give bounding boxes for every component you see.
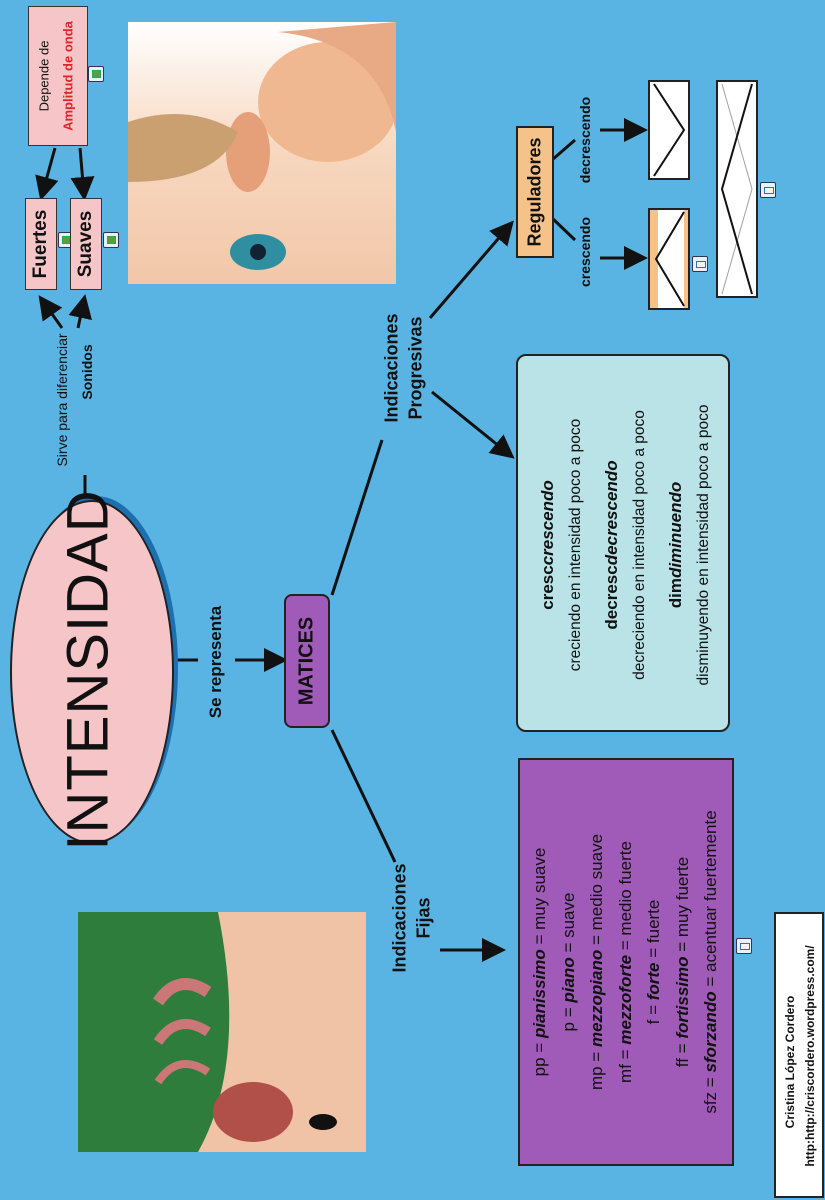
fijas-item: sfz = sforzando = acentuar fuertemente	[701, 810, 721, 1113]
progresivas-desc-text: creciendo en intensidad poco a poco	[567, 418, 584, 672]
depende-de-text: Depende de	[36, 40, 52, 112]
image-link-icon[interactable]	[103, 232, 119, 248]
fijas-item: f = forte = fuerte	[644, 900, 664, 1025]
fijas-abbr: pp =	[530, 1038, 549, 1077]
progresivas-heading: cresccrescendo	[538, 480, 558, 609]
fijas-abbr: mp =	[587, 1047, 606, 1091]
intensidad-node	[10, 500, 174, 844]
progresivas-heading: decrescdecrescendo	[602, 460, 622, 629]
fijas-item: ff = fortissimo = muy fuerte	[673, 857, 693, 1067]
crescendo-label: crescendo	[577, 216, 593, 288]
shouting-person-photo	[78, 912, 366, 1152]
cresc-decresc-hairpin-image	[716, 80, 758, 298]
progresivas-box	[516, 354, 730, 732]
ear-hand-photo	[128, 22, 396, 284]
fijas-meaning: = muy fuerte	[672, 856, 692, 957]
intensidad-title: INTENSIDAD	[55, 489, 121, 851]
progresivas-eq: decrescendo	[602, 460, 621, 566]
fijas-label-2: Fijas	[413, 897, 434, 939]
progresivas-abbr: dim	[666, 578, 685, 609]
note-icon[interactable]	[736, 938, 752, 954]
suaves-node	[70, 198, 102, 290]
progresivas-label-1: Indicaciones	[381, 313, 402, 423]
sonidos-text: Sonidos	[79, 344, 95, 400]
note-icon[interactable]	[760, 182, 776, 198]
credit-url[interactable]: http:http://criscordero.wordpress.com/	[803, 945, 817, 1167]
progresivas-eq: diminuendo	[666, 481, 685, 579]
decrescendo-label: decrescendo	[577, 96, 593, 184]
sirve-para-text: Sirve para diferenciar	[54, 333, 70, 467]
fijas-box	[518, 758, 734, 1166]
fijas-meaning: = medio suave	[587, 833, 606, 950]
credit-box	[774, 912, 824, 1198]
fijas-abbr: sfz =	[701, 1072, 720, 1114]
fijas-label-1: Indicaciones	[389, 863, 410, 973]
fijas-term: forte	[644, 962, 663, 1001]
fijas-meaning: = medio fuerte	[615, 841, 635, 955]
progresivas-desc-text: disminuyendo en intensidad poco a poco	[695, 404, 712, 686]
credit-name: Cristina López Cordero	[783, 995, 797, 1129]
crescendo-hairpin-image	[648, 208, 690, 310]
note-icon[interactable]	[692, 256, 708, 272]
fijas-meaning: = muy suave	[530, 847, 549, 950]
fijas-term: mezzopiano	[587, 949, 606, 1048]
amplitud-de-onda-text: Amplitud de onda	[60, 21, 76, 131]
fijas-item: pp = pianissimo = muy suave	[530, 848, 550, 1077]
progresivas-desc: disminuyendo en intensidad poco a poco	[695, 405, 713, 686]
fijas-term: pianissimo	[530, 949, 549, 1039]
decrescendo-hairpin-image	[648, 80, 690, 180]
amplitud-node	[28, 6, 88, 146]
progresivas-eq: crescendo	[538, 480, 557, 566]
image-link-icon[interactable]	[88, 66, 104, 82]
progresivas-abbr: decresc	[602, 565, 621, 630]
reguladores-node	[516, 126, 554, 258]
progresivas-desc: decreciendo en intensidad poco a poco	[631, 410, 649, 680]
progresivas-label-2: Progresivas	[405, 316, 426, 420]
matices-label: MATICES	[295, 616, 318, 706]
fijas-meaning: = suave	[558, 892, 578, 958]
fijas-term: mezzoforte	[615, 954, 635, 1045]
fijas-item: p = piano = suave	[559, 893, 579, 1032]
fuertes-label: Fuertes	[30, 209, 51, 279]
fuertes-node	[25, 198, 57, 290]
fijas-abbr: ff =	[672, 1038, 692, 1068]
progresivas-abbr: cresc	[538, 565, 557, 610]
progresivas-heading: dimdiminuendo	[666, 482, 686, 609]
progresivas-desc-text: decreciendo en intensidad poco a poco	[631, 410, 648, 680]
fijas-term: piano	[558, 957, 578, 1003]
suaves-label: Suaves	[75, 210, 96, 278]
reguladores-label: Reguladores	[524, 137, 545, 247]
fijas-term: sforzando	[701, 991, 720, 1073]
fijas-abbr: f =	[644, 1000, 663, 1025]
fijas-abbr: p =	[558, 1002, 578, 1032]
fijas-abbr: mf =	[615, 1044, 635, 1083]
progresivas-desc: creciendo en intensidad poco a poco	[567, 419, 585, 672]
fijas-meaning: = fuerte	[644, 899, 663, 963]
fijas-meaning: = acentuar fuertemente	[701, 810, 720, 992]
fijas-item: mp = mezzopiano = medio suave	[587, 834, 607, 1090]
matices-node	[284, 594, 330, 728]
fijas-term: fortissimo	[672, 956, 692, 1039]
se-representa-label: Se representa	[206, 605, 225, 719]
fijas-item: mf = mezzoforte = medio fuerte	[616, 841, 636, 1083]
